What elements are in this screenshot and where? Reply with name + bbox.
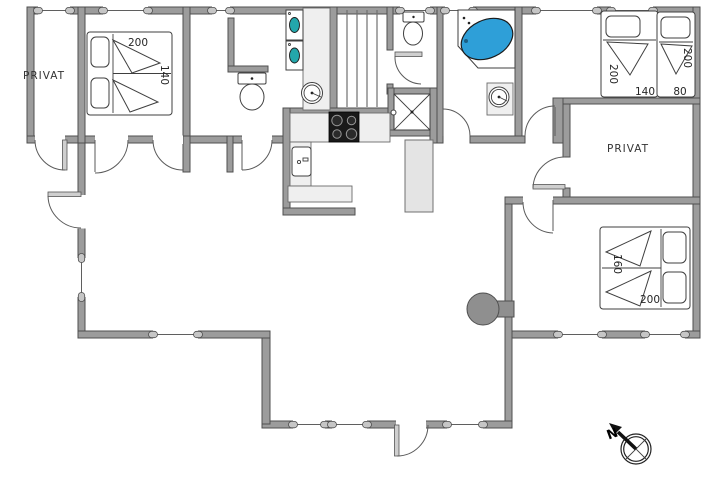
window [327, 420, 372, 429]
door [34, 139, 68, 171]
compass-north-label: N [605, 425, 620, 443]
entrance-door [47, 191, 82, 229]
wc-room [390, 11, 431, 131]
room-label-privat-left: PRIVAT [23, 70, 65, 82]
north-arrow [609, 423, 622, 434]
dim-bed-top-right-small-width: 80 [673, 86, 686, 98]
window [640, 330, 690, 339]
window [148, 330, 203, 339]
compass-rose [609, 423, 652, 465]
duvet-fold [111, 38, 162, 74]
window [288, 420, 330, 429]
round-sink-icon [301, 82, 323, 104]
duvet-fold [604, 270, 652, 307]
window [207, 6, 235, 15]
dim-bed-bottom-right-length: 200 [640, 294, 660, 306]
pillow [660, 16, 691, 39]
cooktop-icon [328, 111, 360, 143]
dim-bed-top-right-large-length: 200 [607, 64, 619, 84]
kitchen [287, 111, 434, 213]
dim-bed-top-right-large-width: 140 [635, 86, 655, 98]
window [553, 330, 607, 339]
dim-bed-top-left-width: 140 [158, 65, 170, 85]
round-sink-icon [486, 82, 514, 116]
kitchen-peninsula [287, 185, 353, 203]
room-label-privat-right: PRIVAT [607, 143, 649, 155]
bed-top-left [86, 31, 173, 116]
spa-room [457, 9, 516, 116]
pillow [90, 36, 110, 68]
kitchen-sink-icon [291, 146, 312, 177]
duvet-fold [660, 43, 693, 76]
pillow [90, 77, 110, 109]
door [241, 139, 273, 171]
wood-stove-icon [466, 292, 515, 326]
bed-top-right-small [656, 11, 696, 98]
window [77, 253, 86, 302]
duvet-fold [111, 78, 160, 113]
window [442, 420, 488, 429]
pillow [662, 231, 687, 264]
bed-bottom-right [599, 226, 691, 310]
dim-bed-top-right-small-length: 200 [681, 48, 693, 68]
door [522, 200, 554, 234]
bed-top-right-large [600, 10, 659, 98]
window [531, 6, 602, 15]
doors [34, 51, 566, 457]
dim-bed-top-left-length: 200 [128, 37, 148, 49]
dryer-icon [285, 40, 304, 71]
dim-bed-bottom-right-width: 160 [611, 254, 623, 274]
pillow [662, 271, 687, 304]
door [94, 139, 129, 174]
shower-icon [390, 93, 431, 131]
door-openings [35, 135, 553, 429]
door [532, 156, 566, 190]
toilet-icon [237, 72, 267, 111]
door [442, 108, 471, 137]
duvet-fold [604, 230, 652, 267]
labels: PRIVAT PRIVAT 200 140 200 140 200 80 160… [23, 37, 693, 443]
door [524, 105, 556, 137]
bathroom-west [237, 7, 331, 111]
spa-bath-icon [460, 17, 514, 61]
window [33, 6, 75, 15]
toilet-icon [402, 11, 425, 46]
door [152, 139, 184, 171]
duvet-fold [606, 41, 649, 76]
duct-block [404, 139, 434, 213]
main-entrance-door [394, 424, 429, 457]
window [98, 6, 153, 15]
sauna-slats [346, 10, 378, 107]
washer-icon [285, 9, 304, 41]
pillow [605, 15, 641, 38]
window [395, 6, 435, 15]
door [394, 51, 423, 85]
